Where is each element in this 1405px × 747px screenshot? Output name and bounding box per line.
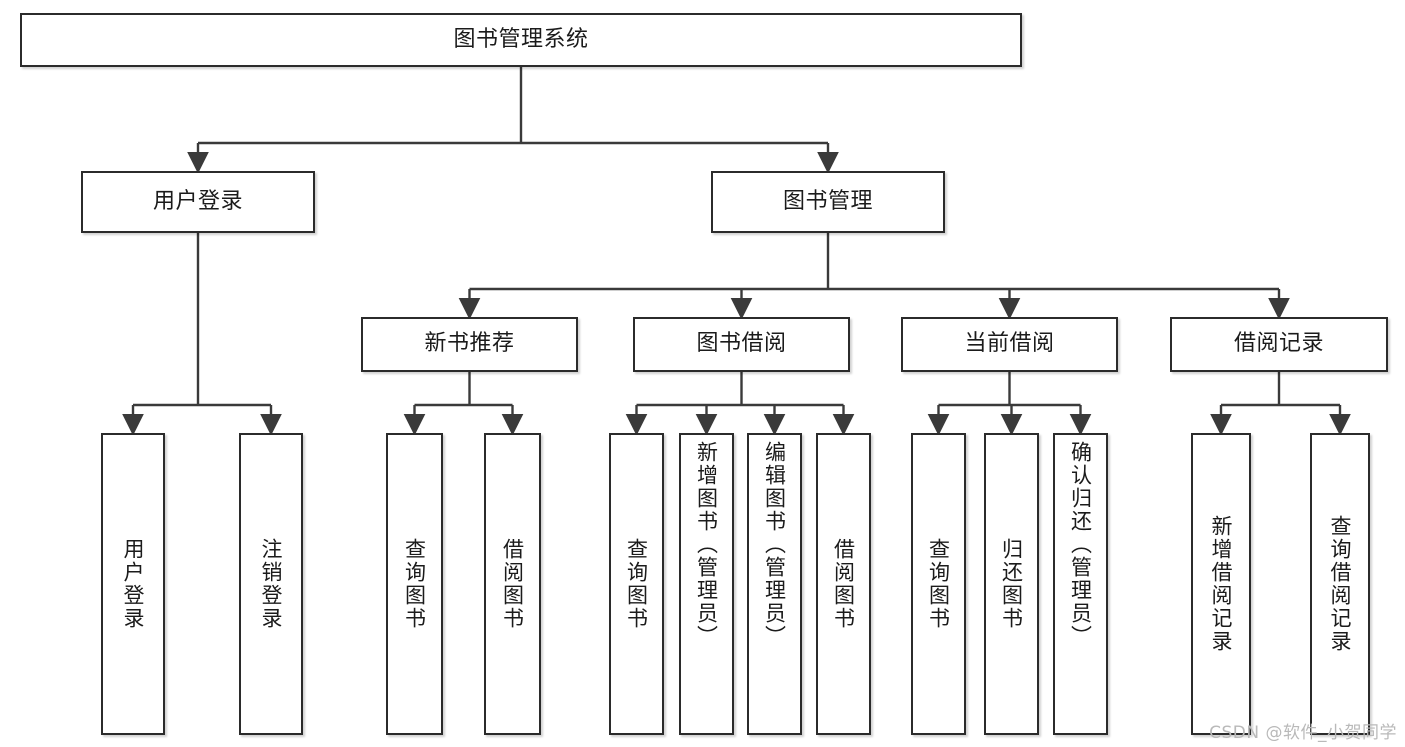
node-label: 查询图书 — [402, 538, 427, 630]
node-leaf-borrow-book-1: 借阅图书 — [484, 433, 541, 735]
node-leaf-query-book-3: 查询图书 — [911, 433, 966, 735]
node-leaf-query-book-1: 查询图书 — [386, 433, 443, 735]
node-leaf-add-book: 新增图书（管理员） — [679, 433, 734, 735]
node-n-user-login: 用户登录 — [81, 171, 315, 233]
node-leaf-confirm-return: 确认归还（管理员） — [1053, 433, 1108, 735]
node-label: 注销登录 — [259, 538, 284, 630]
watermark-label: CSDN @软件_小贺同学 — [1209, 723, 1397, 743]
node-label: 借阅记录 — [1233, 331, 1324, 357]
node-leaf-add-record: 新增借阅记录 — [1191, 433, 1251, 735]
node-label: 图书管理 — [782, 188, 873, 214]
node-label: 新增借阅记录 — [1209, 515, 1234, 653]
node-leaf-user-login: 用户登录 — [101, 433, 165, 735]
node-label: 编辑图书（管理员） — [762, 441, 787, 648]
node-leaf-query-record: 查询借阅记录 — [1310, 433, 1370, 735]
node-n-borrow-record: 借阅记录 — [1170, 317, 1388, 372]
node-label: 用户登录 — [152, 188, 243, 214]
node-label: 查询借阅记录 — [1328, 515, 1353, 653]
node-n-book-borrow: 图书借阅 — [633, 317, 850, 372]
node-label: 新书推荐 — [424, 331, 515, 357]
node-leaf-query-book-2: 查询图书 — [609, 433, 664, 735]
node-label: 新增图书（管理员） — [694, 441, 719, 648]
node-label: 用户登录 — [121, 538, 146, 630]
node-leaf-return-book: 归还图书 — [984, 433, 1039, 735]
node-label: 确认归还（管理员） — [1068, 441, 1093, 648]
node-label: 借阅图书 — [500, 538, 525, 630]
node-root: 图书管理系统 — [20, 13, 1022, 67]
node-n-current-borrow: 当前借阅 — [901, 317, 1118, 372]
node-n-book-manage: 图书管理 — [711, 171, 945, 233]
node-leaf-borrow-book-2: 借阅图书 — [816, 433, 871, 735]
node-label: 当前借阅 — [964, 331, 1055, 357]
node-label: 图书管理系统 — [453, 26, 589, 52]
node-label: 查询图书 — [624, 538, 649, 630]
node-label: 图书借阅 — [696, 331, 787, 357]
node-label: 借阅图书 — [831, 538, 856, 630]
node-label: 归还图书 — [999, 538, 1024, 630]
node-leaf-edit-book: 编辑图书（管理员） — [747, 433, 802, 735]
node-label: 查询图书 — [926, 538, 951, 630]
node-leaf-logout: 注销登录 — [239, 433, 303, 735]
node-n-new-book-rec: 新书推荐 — [361, 317, 578, 372]
